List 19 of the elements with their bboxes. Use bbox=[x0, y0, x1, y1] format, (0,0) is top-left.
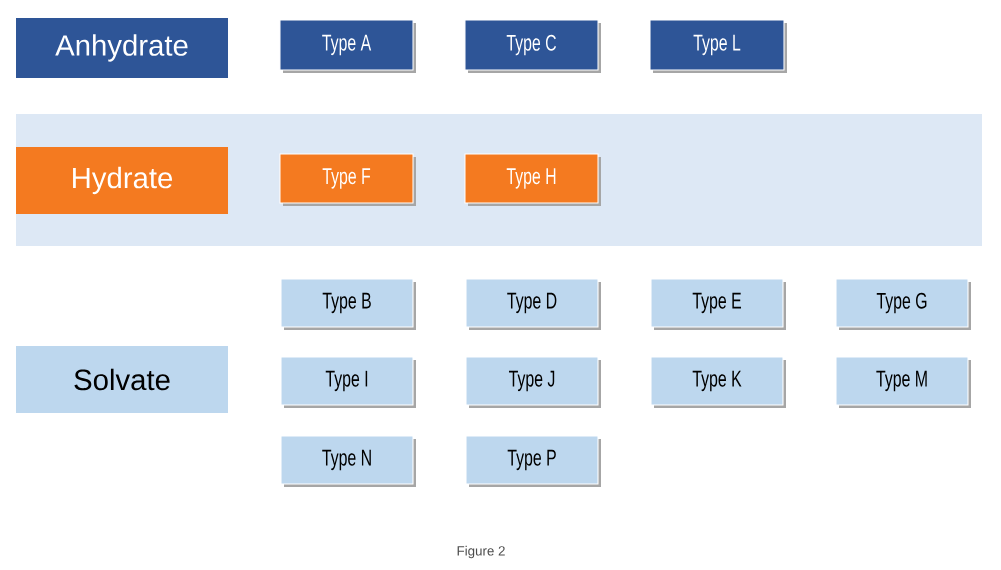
type-box: Type M bbox=[835, 356, 971, 408]
type-box: Type K bbox=[650, 356, 786, 408]
category-box: Anhydrate bbox=[16, 18, 228, 78]
type-box: Type B bbox=[280, 278, 416, 330]
type-box: Type G bbox=[835, 278, 971, 330]
category-box: Solvate bbox=[16, 346, 228, 413]
type-box: Type C bbox=[464, 19, 601, 73]
type-box: Type I bbox=[280, 356, 416, 408]
type-box: Type P bbox=[465, 435, 601, 487]
category-box: Hydrate bbox=[16, 147, 228, 214]
caption: Figure 2 bbox=[457, 545, 505, 559]
type-box: Type A bbox=[279, 19, 416, 73]
type-box: Type J bbox=[465, 356, 601, 408]
type-box: Type H bbox=[464, 153, 601, 206]
type-box: Type L bbox=[649, 19, 787, 73]
type-box: Type N bbox=[280, 435, 416, 487]
type-box: Type F bbox=[279, 153, 416, 206]
type-box: Type D bbox=[465, 278, 601, 330]
type-box: Type E bbox=[650, 278, 786, 330]
